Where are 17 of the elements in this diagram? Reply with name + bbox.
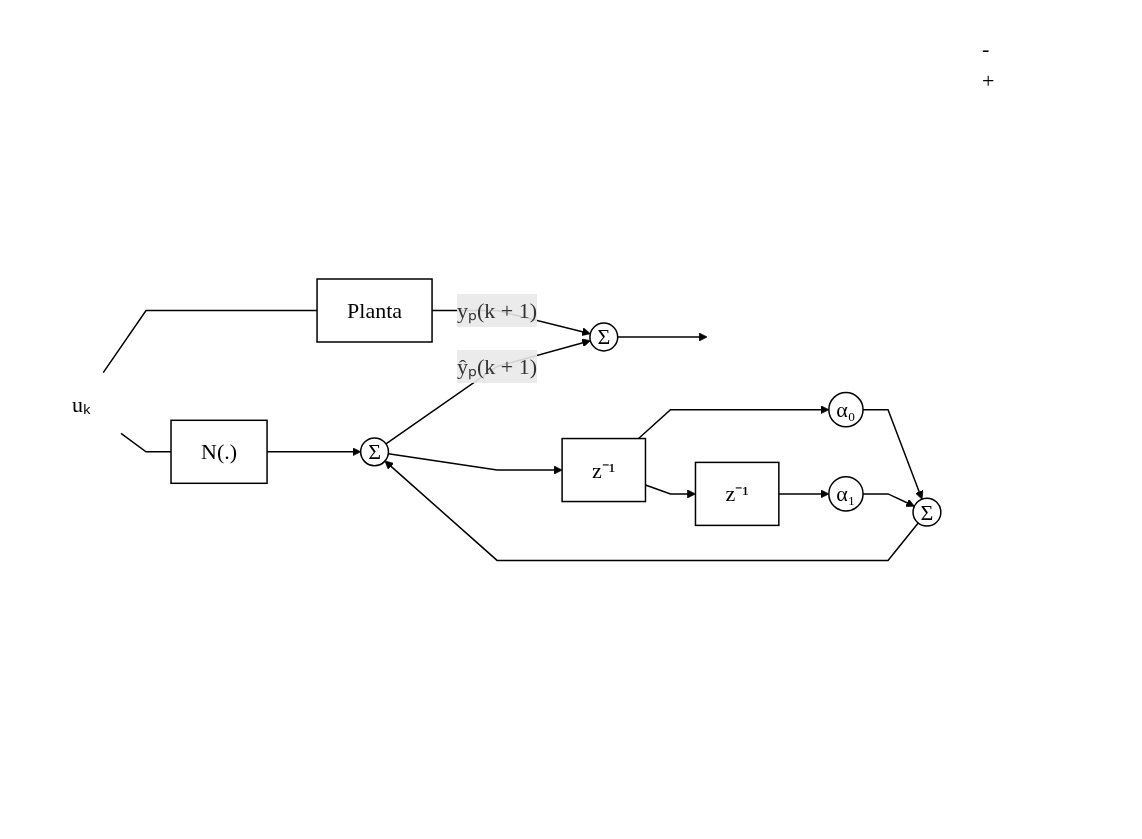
node-circle: Σ bbox=[911, 497, 942, 527]
node-box: Planta bbox=[315, 278, 433, 343]
node-circle: α₁ bbox=[827, 475, 864, 512]
node-circle: Σ bbox=[588, 322, 618, 352]
node-box: z⁻¹ bbox=[694, 461, 780, 526]
node-box: N(.) bbox=[169, 419, 268, 484]
arrow bbox=[637, 405, 829, 440]
arrow bbox=[384, 460, 919, 561]
sign-label: - bbox=[982, 36, 991, 62]
sign-label: + bbox=[982, 68, 996, 94]
node-circle: Σ bbox=[359, 436, 389, 467]
edge-label: yₚ(k + 1) bbox=[456, 297, 537, 323]
node-box: z⁻¹ bbox=[560, 437, 646, 503]
arrow bbox=[384, 338, 591, 445]
edge-label: ŷₚ(k + 1) bbox=[456, 353, 537, 379]
node-circle: α₀ bbox=[827, 391, 864, 428]
node-text: uₖ bbox=[71, 391, 91, 417]
